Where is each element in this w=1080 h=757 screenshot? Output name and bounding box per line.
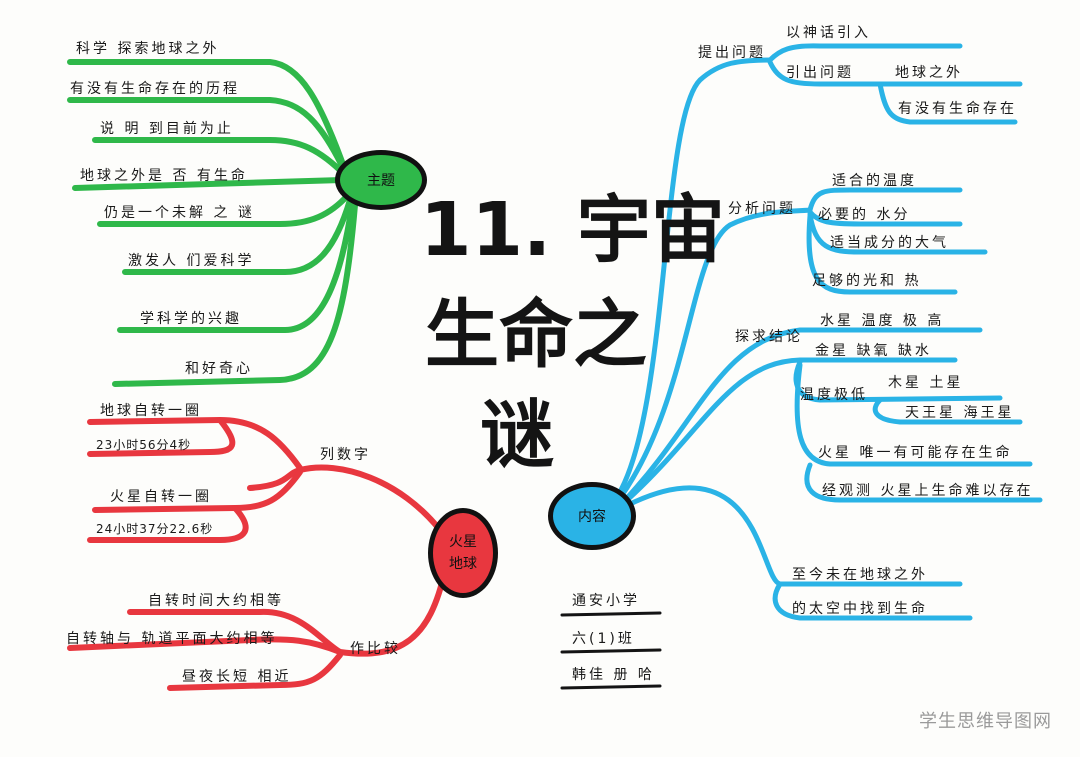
conclusion-item-mars: 火星 唯一有可能存在生命 [818, 445, 1013, 461]
theme-item-2: 有没有生命存在的历程 [70, 81, 240, 97]
raise-item-2: 引出问题 [786, 65, 854, 81]
mars-earth-node-label-1: 火星 [449, 534, 477, 550]
final-conclusion-2: 的太空中找到生命 [792, 601, 928, 617]
conclusion-item-observe: 经观测 火星上生命难以存在 [822, 483, 1034, 499]
conclusion-item-mercury: 水星 温度 极 高 [820, 313, 945, 329]
analyze-item-1: 适合的温度 [832, 173, 917, 189]
theme-item-5: 仍是一个未解 之 谜 [104, 205, 255, 221]
map-title-line2: 生命之 [425, 292, 647, 378]
theme-node-label: 主题 [367, 173, 395, 189]
signature-lines [560, 611, 662, 690]
list-item-earth-time: 23小时56分4秒 [96, 438, 192, 452]
theme-branches [67, 59, 358, 387]
map-title-line1: 11. 宇宙 [420, 187, 725, 273]
compare-label: 作比较 [350, 641, 401, 657]
analyze-item-2: 必要的 水分 [818, 207, 911, 223]
theme-item-7: 学科学的兴趣 [140, 311, 242, 327]
signature-class: 六(1)班 [572, 631, 635, 647]
mars-earth-node-label-2: 地球 [449, 556, 477, 572]
analyze-item-3: 适当成分的大气 [830, 235, 949, 251]
compare-item-3: 昼夜长短 相近 [182, 669, 292, 685]
list-item-earth-rotation: 地球自转一圈 [100, 403, 202, 419]
analyze-question-label: 分析问题 [728, 201, 796, 217]
theme-item-4: 地球之外是 否 有生命 [80, 168, 248, 184]
content-branches [612, 43, 1043, 621]
compare-item-2: 自转轴与 轨道平面大约相等 [66, 631, 278, 647]
signature-name: 韩佳 册 哈 [572, 667, 655, 683]
map-title-line3: 谜 [480, 392, 554, 478]
list-item-mars-time: 24小时37分22.6秒 [96, 522, 214, 536]
content-node: 内容 [548, 482, 636, 550]
list-numbers-label: 列数字 [320, 447, 371, 463]
mars-earth-node: 火星 地球 [428, 508, 498, 598]
theme-item-8: 和好奇心 [185, 361, 253, 377]
raise-item-1: 以神话引入 [786, 25, 871, 41]
conclusion-item-uranus-neptune: 天王星 海王星 [905, 405, 1015, 421]
raise-item-3: 地球之外 [895, 65, 963, 81]
conclusion-label: 探求结论 [735, 329, 803, 345]
final-conclusion-1: 至今未在地球之外 [792, 567, 928, 583]
theme-item-6: 激发人 们爱科学 [128, 253, 255, 269]
watermark: 学生思维导图网 [919, 711, 1052, 732]
theme-item-3: 说 明 到目前为止 [100, 121, 234, 137]
analyze-item-4: 足够的光和 热 [812, 273, 922, 289]
conclusion-item-venus: 金星 缺氧 缺水 [815, 343, 932, 359]
list-item-mars-rotation: 火星自转一圈 [110, 489, 212, 505]
compare-item-1: 自转时间大约相等 [148, 593, 284, 609]
conclusion-item-low-temp: 温度极低 [800, 387, 868, 403]
conclusion-item-jupiter-saturn: 木星 土星 [888, 375, 964, 391]
raise-item-4: 有没有生命存在 [898, 101, 1017, 117]
content-node-label: 内容 [578, 509, 606, 525]
theme-item-1: 科学 探索地球之外 [76, 41, 220, 57]
theme-node: 主题 [335, 150, 427, 210]
mars-earth-branches [67, 416, 448, 691]
raise-question-label: 提出问题 [698, 45, 766, 61]
signature-school: 通安小学 [572, 593, 640, 609]
